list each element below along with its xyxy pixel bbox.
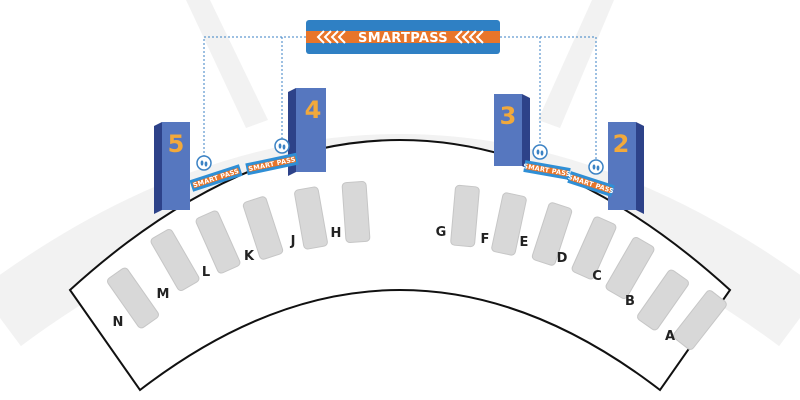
counter-desk [150, 228, 200, 292]
counter-desk [294, 186, 328, 250]
counter-f: F [481, 192, 527, 256]
counter-m: M [150, 228, 200, 302]
counter-n: N [107, 267, 159, 330]
counter-desk [637, 269, 689, 331]
counter-label: A [665, 329, 675, 344]
footprints-icon [274, 138, 290, 154]
counter-desk [341, 181, 371, 243]
counter-label: B [625, 294, 635, 309]
footprints-icon [196, 155, 212, 171]
pillar-front [494, 94, 522, 166]
counter-desk [450, 184, 480, 248]
smartpass-connectors [203, 36, 597, 160]
counter-label: E [520, 235, 529, 250]
floor-mat-3: SMART PASS [523, 144, 571, 180]
counter-k: K [242, 196, 284, 264]
pillar-front [296, 88, 326, 172]
right-support-beam [538, 0, 614, 128]
connector-line [500, 36, 597, 160]
footprints-icon [588, 159, 604, 175]
left-support-beam [186, 0, 268, 128]
counter-desk [571, 216, 617, 280]
counter-a: A [665, 290, 727, 350]
banner-brand-text: SMARTPASS [358, 31, 448, 46]
pillar-side [636, 122, 644, 214]
pillar-2: 2 [608, 122, 644, 214]
counter-j: J [290, 186, 328, 250]
counter-d: D [557, 216, 617, 280]
pillar-side [522, 94, 530, 170]
counter-label: M [157, 287, 170, 302]
connector-line [203, 36, 306, 156]
pillar-front [608, 122, 636, 210]
counter-e: E [520, 202, 573, 266]
pillar-side [154, 122, 162, 214]
counter-label: D [557, 251, 568, 266]
counter-label: H [331, 226, 342, 241]
counter-desk [195, 210, 241, 274]
pillar-5: 5 [154, 122, 190, 214]
counter-h: H [331, 181, 371, 243]
counter-c: C [592, 236, 655, 300]
counter-desk [605, 236, 655, 300]
counter-label: G [436, 225, 447, 240]
connector-line [281, 36, 306, 139]
pillar-3: 3 [494, 94, 530, 170]
counter-label: J [290, 234, 296, 249]
counter-label: F [481, 232, 490, 247]
pillar-number: 5 [168, 130, 185, 158]
counter-g: G [436, 184, 480, 248]
footprints-icon [532, 144, 548, 160]
smartpass-banner: SMARTPASS [306, 20, 500, 54]
counter-label: N [113, 315, 124, 330]
checkin-counters: N M L K J H G F E D C B A [107, 181, 727, 350]
pillar-number: 2 [613, 130, 630, 158]
pillar-front [162, 122, 190, 210]
chevron-arrows-icon [316, 30, 484, 44]
counter-label: L [202, 265, 210, 280]
pillar-4: 4 [288, 88, 326, 176]
pillar-number: 4 [305, 96, 322, 124]
counter-desk [107, 267, 159, 329]
pillar-number: 3 [500, 102, 517, 130]
counter-desk [673, 290, 727, 350]
counter-desk [531, 202, 573, 266]
counter-desk [491, 192, 527, 256]
counter-b: B [625, 269, 689, 331]
counter-desk [242, 196, 284, 260]
counter-label: C [592, 269, 602, 284]
counter-l: L [195, 210, 241, 280]
counter-label: K [244, 249, 255, 264]
